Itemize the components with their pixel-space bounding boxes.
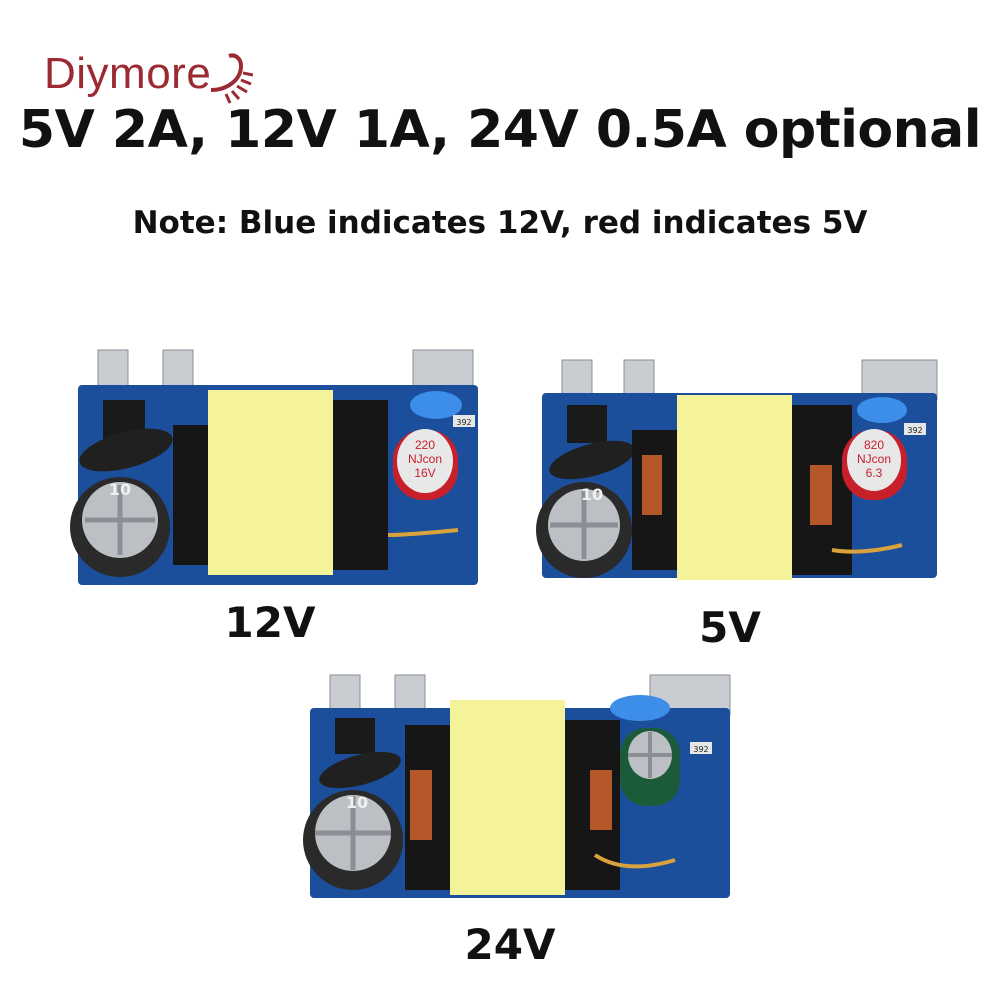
board-12v-image: 220 NJcon 16V 392 10 <box>70 349 478 585</box>
resistor-5v: 392 <box>907 426 922 435</box>
board-5v-label: 5V <box>699 603 761 652</box>
board-24v-label: 24V <box>464 920 556 969</box>
resistor-24v: 392 <box>693 745 708 754</box>
brand-swoosh-icon <box>211 53 254 104</box>
board-5v-image: 820 NJcon 6.3 392 10 <box>536 359 938 580</box>
cap-5v-large: 10 <box>581 485 603 504</box>
cap-12v-large: 10 <box>109 480 131 499</box>
cap-24v-large: 10 <box>346 793 368 812</box>
cap-12v-voltage: 16V <box>414 466 435 480</box>
note-text: Note: Blue indicates 12V, red indicates … <box>132 205 868 241</box>
cap-5v-brand: NJcon <box>857 452 891 466</box>
brand-name: Diymore <box>44 49 212 98</box>
board-12v-label: 12V <box>224 598 316 647</box>
brand-logo: Diymore <box>44 42 254 106</box>
headline: 5V 2A, 12V 1A, 24V 0.5A optional <box>18 100 982 160</box>
cap-12v-value: 220 <box>415 438 435 452</box>
cap-12v-brand: NJcon <box>408 452 442 466</box>
resistor-12v: 392 <box>456 418 471 427</box>
board-24v-image: 392 10 <box>303 674 731 898</box>
cap-5v-value: 820 <box>864 438 884 452</box>
cap-5v-voltage: 6.3 <box>866 466 883 480</box>
